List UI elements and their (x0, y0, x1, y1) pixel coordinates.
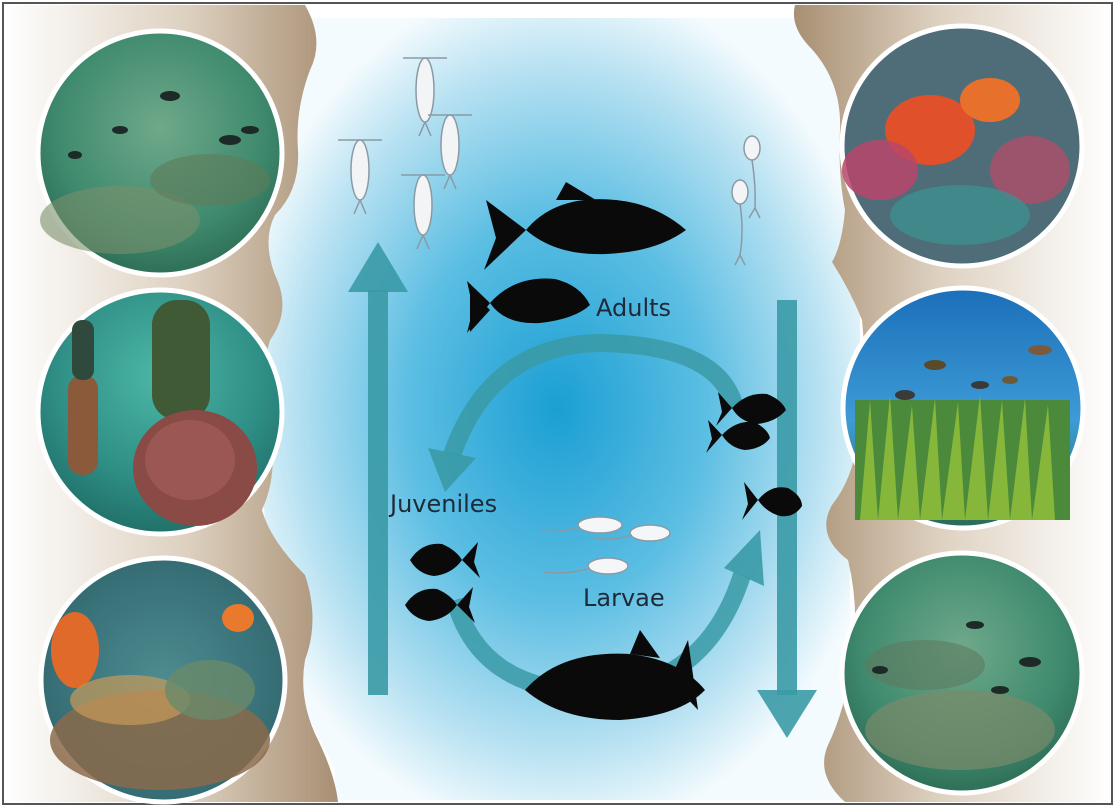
label-juveniles: Juveniles (388, 490, 497, 518)
label-larvae: Larvae (583, 584, 665, 612)
left-photo-bottom (41, 558, 285, 802)
left-photo-middle (38, 290, 282, 534)
right-photo-top (842, 26, 1082, 266)
right-photo-middle (843, 288, 1083, 528)
left-photo-top (38, 31, 282, 275)
right-photo-bottom (842, 553, 1082, 793)
label-adults: Adults (596, 294, 671, 322)
